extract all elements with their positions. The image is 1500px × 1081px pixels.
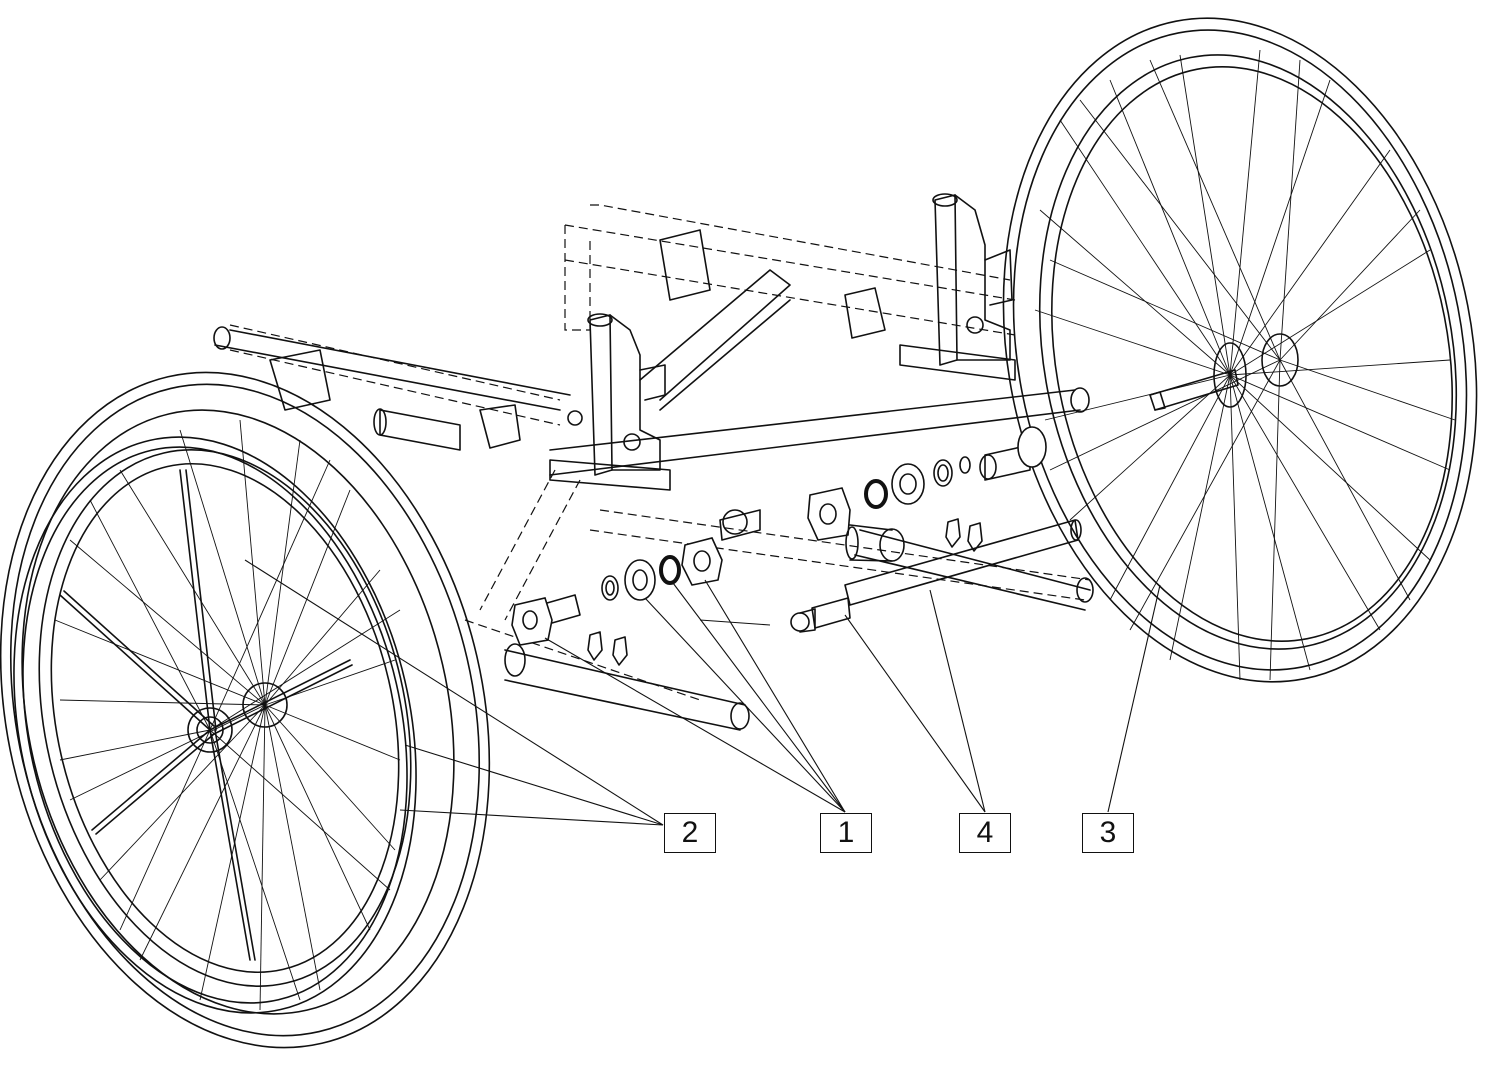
leader-lines — [244, 559, 1161, 826]
callout-label-2: 2 — [681, 816, 699, 849]
frame-tubes — [213, 326, 1091, 731]
upper-axle-hardware — [807, 426, 1047, 541]
callout-label-4: 4 — [976, 816, 994, 849]
callout-1: 1 — [820, 813, 872, 853]
left-wheel — [0, 371, 491, 1049]
left-wheel-spokes — [54, 419, 401, 1011]
right-wheel-spokes — [1034, 49, 1456, 681]
camber-bracket-front — [549, 313, 671, 491]
camber-bracket-rear — [269, 193, 1016, 449]
callout-label-1: 1 — [837, 816, 855, 849]
callout-4: 4 — [959, 813, 1011, 853]
clips — [587, 518, 983, 666]
frame-outline — [229, 204, 1094, 701]
lower-axle-hardware — [511, 537, 723, 646]
callout-2: 2 — [664, 813, 716, 853]
right-wheel — [1002, 17, 1478, 683]
callout-label-3: 3 — [1099, 816, 1117, 849]
axle-tube — [699, 519, 1082, 633]
callout-3: 3 — [1082, 813, 1134, 853]
